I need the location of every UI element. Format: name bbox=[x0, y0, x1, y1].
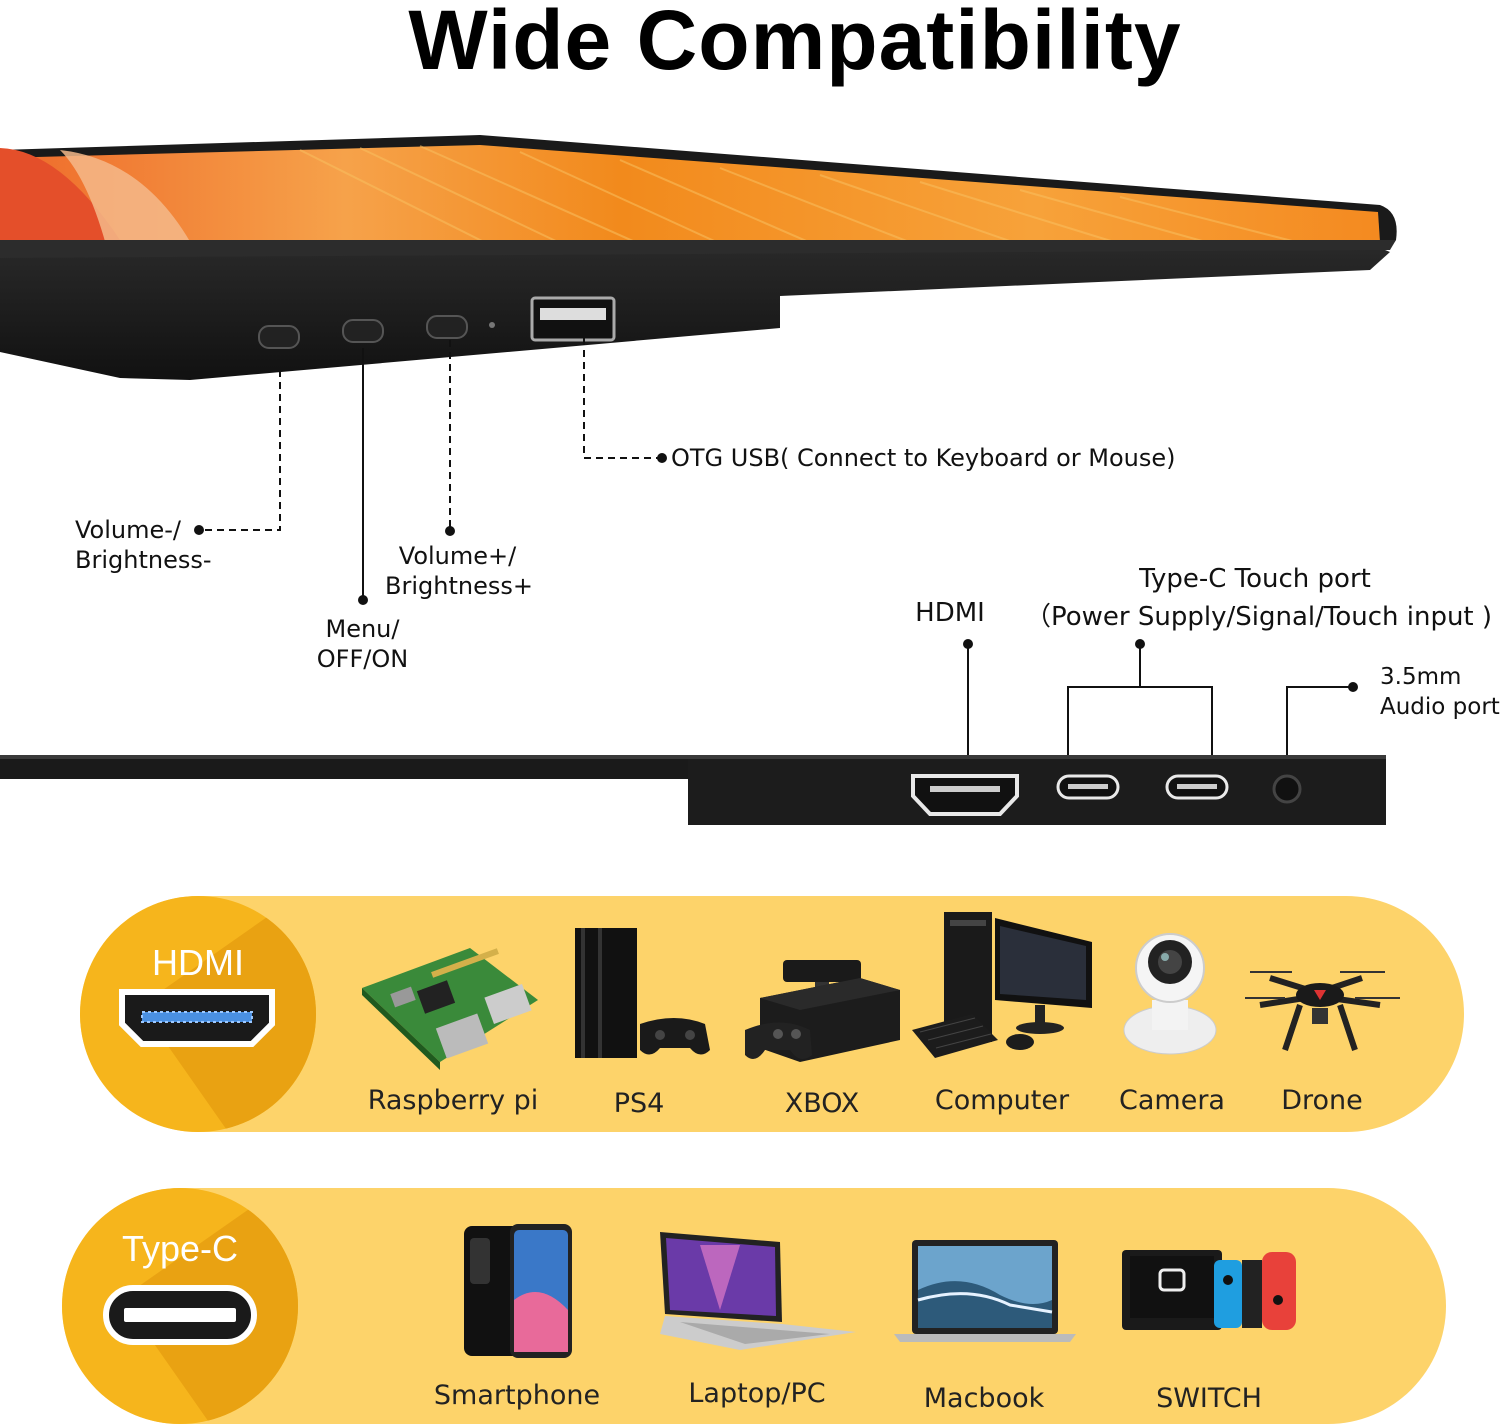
device-label-raspberry-pi: Raspberry pi bbox=[367, 1085, 539, 1116]
monitor-top-view bbox=[0, 135, 1397, 380]
typec-badge: Type-C bbox=[62, 1188, 298, 1424]
device-label-macbook: Macbook bbox=[923, 1383, 1045, 1414]
audio-line2: Audio port bbox=[1380, 694, 1500, 720]
device-label-smartphone: Smartphone bbox=[433, 1380, 601, 1411]
volume-down-line1: Volume-/ bbox=[75, 516, 182, 544]
hdmi-icon bbox=[119, 989, 275, 1047]
volume-down-button bbox=[258, 325, 300, 349]
otg-usb-label: OTG USB( Connect to Keyboard or Mouse) bbox=[671, 444, 1176, 472]
volume-up-line1: Volume+/ bbox=[398, 542, 517, 570]
menu-label: Menu/ OFF/ON bbox=[300, 614, 425, 674]
device-label-camera: Camera bbox=[1119, 1085, 1225, 1116]
audio-jack-icon bbox=[1272, 774, 1302, 804]
device-label-computer: Computer bbox=[934, 1085, 1070, 1116]
typec-badge-title: Type-C bbox=[121, 1228, 239, 1269]
volume-up-label: Volume+/ Brightness+ bbox=[385, 541, 533, 601]
hdmi-badge: HDMI bbox=[80, 896, 316, 1132]
device-label-laptop: Laptop/PC bbox=[688, 1378, 826, 1409]
volume-up-line2: Brightness+ bbox=[385, 572, 533, 600]
device-label-switch: SWITCH bbox=[1156, 1383, 1262, 1414]
monitor-side-view bbox=[0, 755, 1386, 825]
audio-line1: 3.5mm bbox=[1380, 664, 1462, 690]
hdmi-label: HDMI bbox=[915, 598, 985, 628]
hdmi-port-icon bbox=[911, 774, 1019, 816]
menu-line2: OFF/ON bbox=[316, 645, 409, 673]
hdmi-badge-title: HDMI bbox=[152, 942, 244, 983]
page-title: Wide Compatibility bbox=[408, 0, 1182, 87]
menu-line1: Menu/ bbox=[325, 615, 400, 643]
typec-line2: （Power Supply/Signal/Touch input ) bbox=[1025, 602, 1493, 632]
menu-button bbox=[342, 319, 384, 343]
device-label-ps4: PS4 bbox=[613, 1088, 665, 1119]
typec-line1: Type-C Touch port bbox=[1139, 564, 1371, 594]
volume-up-button bbox=[426, 315, 468, 339]
device-label-xbox: XBOX bbox=[784, 1088, 860, 1119]
volume-down-line2: Brightness- bbox=[75, 546, 212, 574]
typec-label: Type-C Touch port （Power Supply/Signal/T… bbox=[1025, 560, 1493, 636]
device-label-drone: Drone bbox=[1281, 1085, 1363, 1116]
volume-down-label: Volume-/ Brightness- bbox=[75, 515, 212, 575]
audio-label: 3.5mm Audio port bbox=[1380, 662, 1500, 722]
typec-icon bbox=[103, 1285, 257, 1345]
